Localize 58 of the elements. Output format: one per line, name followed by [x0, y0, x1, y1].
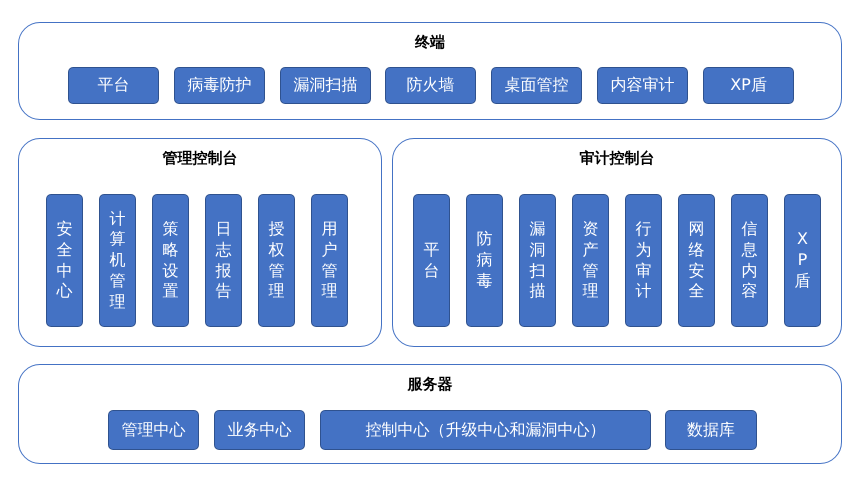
module-box — [665, 410, 757, 450]
module-box — [174, 67, 265, 104]
module-label: 防火墙 — [406, 75, 454, 96]
module-label: 授权管理 — [268, 218, 284, 302]
group-panel — [18, 138, 382, 347]
group-panel — [18, 22, 842, 120]
module-box — [385, 67, 476, 104]
module-label: 资产管理 — [582, 218, 598, 302]
module-box — [152, 194, 189, 327]
module-box — [731, 194, 768, 327]
module-label: 平台 — [424, 240, 440, 282]
module-label: 防病毒 — [476, 229, 492, 292]
module-label: 病毒防护 — [188, 75, 252, 96]
module-label: 漏洞扫描 — [294, 75, 358, 96]
group-title: 终端 — [414, 33, 446, 52]
module-box — [466, 194, 503, 327]
module-box — [625, 194, 662, 327]
module-label: 日志报告 — [216, 218, 232, 302]
module-label: 计算机管理 — [110, 208, 126, 312]
module-box — [597, 67, 688, 104]
module-label: 桌面管控 — [504, 75, 568, 96]
module-label: 业务中心 — [228, 420, 292, 440]
module-box — [311, 194, 348, 327]
module-label: 控制中心（升级中心和漏洞中心） — [366, 420, 606, 440]
module-box — [413, 194, 450, 327]
module-box — [280, 67, 371, 104]
group-panel — [392, 138, 842, 347]
module-box — [214, 410, 305, 450]
module-box — [46, 194, 83, 327]
module-box — [519, 194, 556, 327]
module-label: XP盾 — [794, 229, 810, 292]
module-box — [99, 194, 136, 327]
module-label: 数据库 — [687, 420, 735, 440]
module-label: 漏洞扫描 — [530, 218, 546, 302]
module-box — [68, 67, 159, 104]
module-box — [703, 67, 794, 104]
module-label: 管理中心 — [122, 420, 186, 440]
module-box — [320, 410, 651, 450]
module-box — [678, 194, 715, 327]
module-label: 信息内容 — [742, 218, 758, 302]
module-label: 平台 — [98, 75, 130, 96]
module-label: 行为审计 — [636, 218, 652, 302]
group-title: 服务器 — [406, 375, 454, 394]
module-label: 策略设置 — [162, 218, 178, 302]
module-box — [491, 67, 582, 104]
module-box — [258, 194, 295, 327]
module-box — [572, 194, 609, 327]
group-title: 管理控制台 — [162, 149, 238, 168]
module-label: 用户管理 — [322, 218, 338, 302]
module-box — [784, 194, 821, 327]
module-box — [205, 194, 242, 327]
module-label: XP盾 — [730, 75, 767, 96]
module-label: 网络安全 — [688, 218, 704, 302]
group-title: 审计控制台 — [578, 149, 656, 168]
module-label: 内容审计 — [610, 75, 674, 96]
module-label: 安全中心 — [56, 218, 72, 302]
group-panel — [18, 364, 842, 464]
module-box — [108, 410, 199, 450]
